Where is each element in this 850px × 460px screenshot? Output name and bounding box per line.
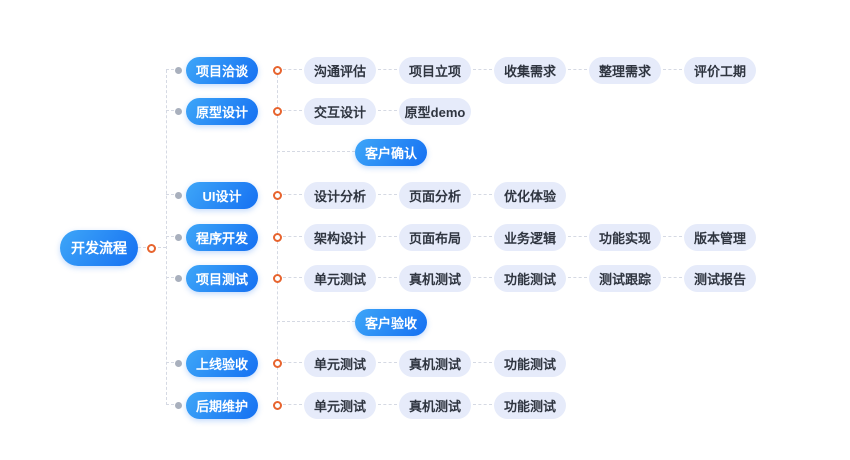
step-connector-line [378,236,397,237]
branch-connector-line [166,69,174,70]
step-node[interactable]: 功能测试 [494,391,566,419]
step-connector-line [473,277,492,278]
step-node[interactable]: 项目立项 [399,56,471,84]
step-node[interactable]: 整理需求 [589,56,661,84]
step-node[interactable]: 真机测试 [399,264,471,292]
step-node[interactable]: 设计分析 [304,181,376,209]
branch-connector-line [166,362,174,363]
branch-dot-icon [174,66,182,74]
step-node[interactable]: 真机测试 [399,391,471,419]
chain-connector-line [283,194,302,195]
chain-connector-line [283,69,302,70]
branch-dot-icon [174,233,182,241]
chain-connector-line [283,404,302,405]
step-node[interactable]: 交互设计 [304,97,376,125]
branch-connector-line [166,236,174,237]
step-connector-line [378,277,397,278]
chain-start-ring-icon [272,358,282,368]
branch-connector-line [166,277,174,278]
milestone-node[interactable]: 客户确认 [355,138,427,166]
step-node[interactable]: 原型demo [399,97,471,125]
step-node[interactable]: 单元测试 [304,391,376,419]
step-connector-line [378,404,397,405]
branch-dot-icon [174,107,182,115]
branch-connector-line [166,110,174,111]
branch-dot-icon [174,359,182,367]
chain-start-ring-icon [272,190,282,200]
branch-node[interactable]: 项目洽谈 [186,56,258,84]
branch-dot-icon [174,274,182,282]
step-connector-line [663,69,682,70]
milestone-connector-line [277,321,355,322]
chain-start-ring-icon [272,400,282,410]
step-connector-line [378,69,397,70]
branch-connector-line [166,404,174,405]
chain-start-ring-icon [272,65,282,75]
step-connector-line [473,362,492,363]
branch-node[interactable]: 项目测试 [186,264,258,292]
root-node[interactable]: 开发流程 [60,230,138,266]
milestone-connector-line [277,151,355,152]
step-connector-line [473,404,492,405]
step-connector-line [568,236,587,237]
chain-connector-line [283,277,302,278]
step-node[interactable]: 功能测试 [494,349,566,377]
chain-start-ring-icon [272,232,282,242]
branch-connector-line [166,194,174,195]
step-connector-line [473,194,492,195]
branch-dot-icon [174,191,182,199]
step-connector-line [663,277,682,278]
step-node[interactable]: 单元测试 [304,349,376,377]
root-junction-ring-icon [147,243,156,253]
step-node[interactable]: 业务逻辑 [494,223,566,251]
branch-dot-icon [174,401,182,409]
branch-node[interactable]: 原型设计 [186,97,258,125]
step-connector-line [378,362,397,363]
step-node[interactable]: 收集需求 [494,56,566,84]
step-node[interactable]: 功能实现 [589,223,661,251]
step-node[interactable]: 测试报告 [684,264,756,292]
chain-connector-line [283,110,302,111]
step-node[interactable]: 真机测试 [399,349,471,377]
step-connector-line [663,236,682,237]
step-node[interactable]: 架构设计 [304,223,376,251]
branch-node[interactable]: 上线验收 [186,349,258,377]
milestone-node[interactable]: 客户验收 [355,308,427,336]
step-node[interactable]: 页面布局 [399,223,471,251]
step-node[interactable]: 沟通评估 [304,56,376,84]
branch-node[interactable]: UI设计 [186,181,258,209]
branch-node[interactable]: 后期维护 [186,391,258,419]
step-connector-line [378,110,397,111]
chain-start-ring-icon [272,106,282,116]
step-node[interactable]: 功能测试 [494,264,566,292]
step-connector-line [473,236,492,237]
step-node[interactable]: 评价工期 [684,56,756,84]
step-connector-line [378,194,397,195]
step-node[interactable]: 测试跟踪 [589,264,661,292]
step-connector-line [568,69,587,70]
chain-connector-line [283,362,302,363]
chain-start-ring-icon [272,273,282,283]
step-connector-line [568,277,587,278]
chain-connector-line [283,236,302,237]
step-node[interactable]: 单元测试 [304,264,376,292]
branch-node[interactable]: 程序开发 [186,223,258,251]
step-node[interactable]: 版本管理 [684,223,756,251]
step-node[interactable]: 页面分析 [399,181,471,209]
step-node[interactable]: 优化体验 [494,181,566,209]
step-connector-line [473,69,492,70]
trunk-line-left [166,70,167,405]
